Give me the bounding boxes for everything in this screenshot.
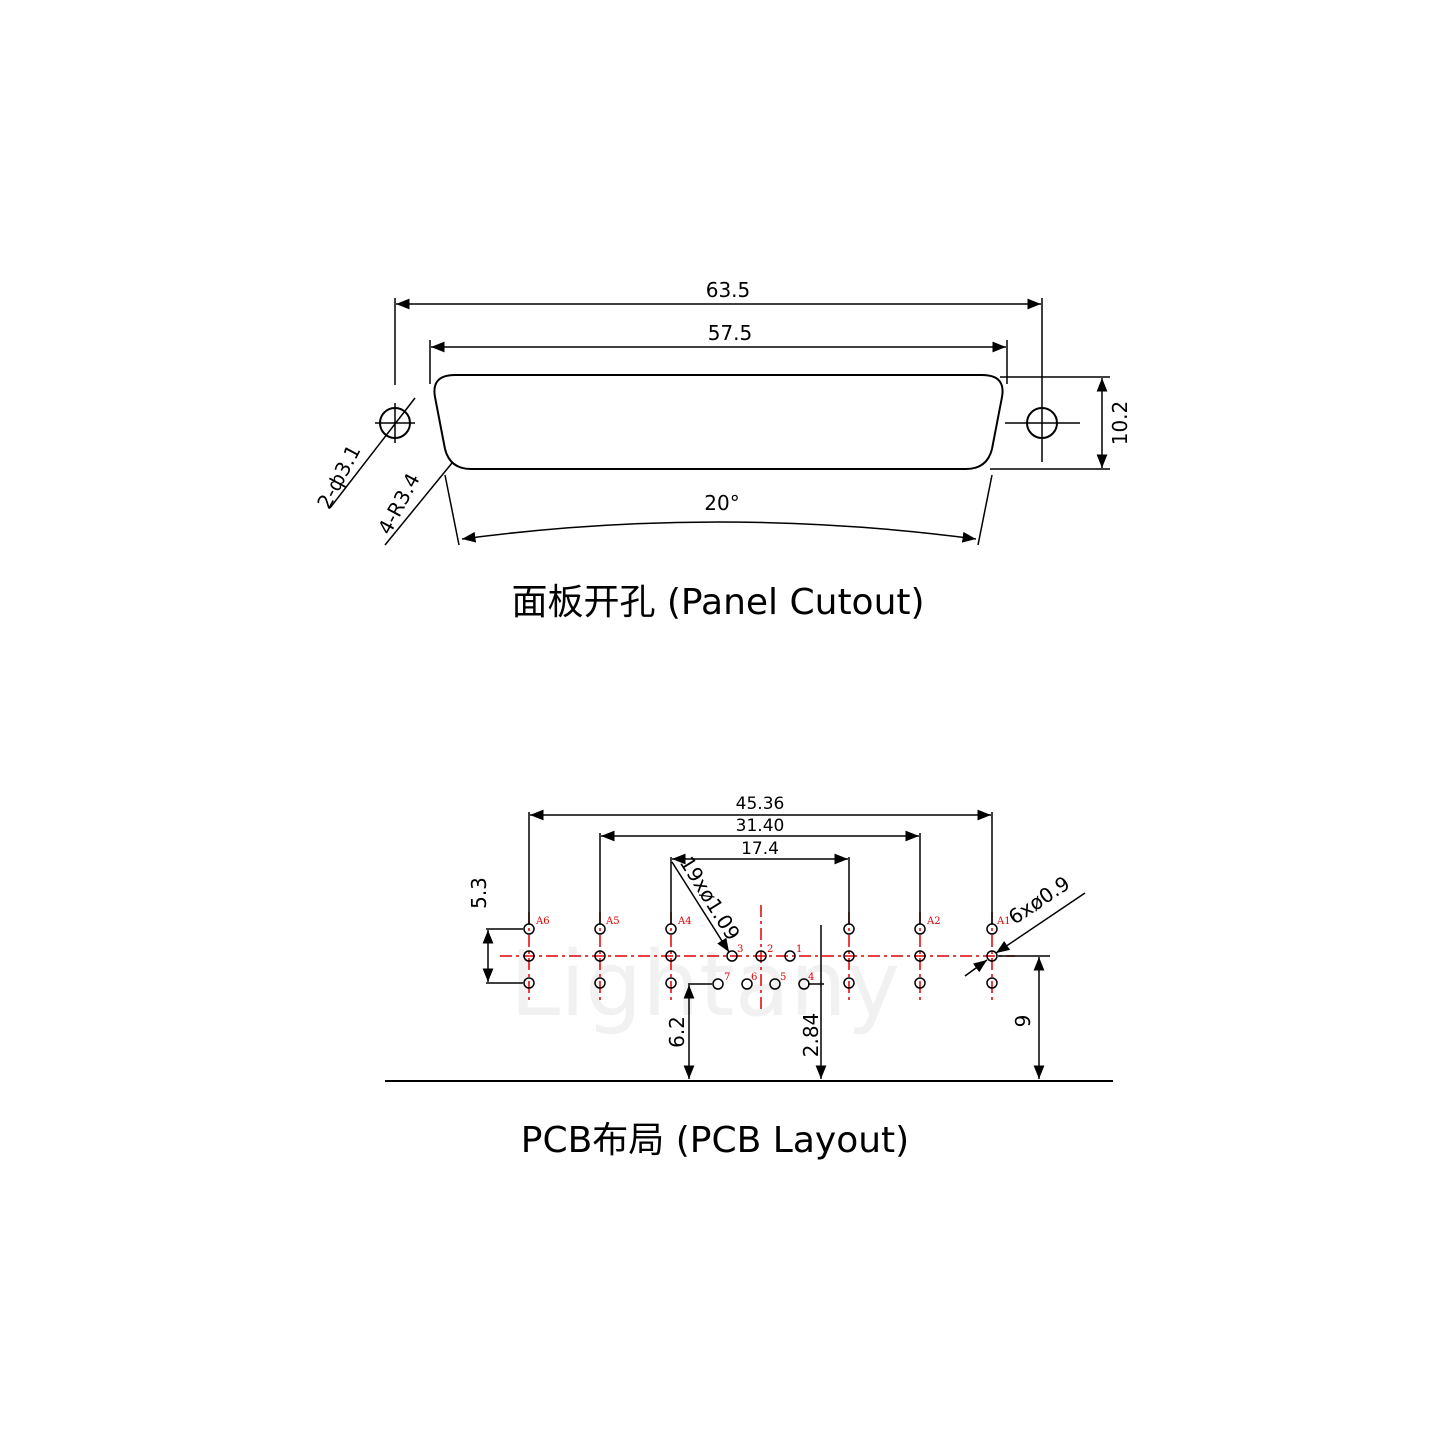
dim-angle-arc [461, 521, 977, 543]
dim-overall: 63.5 [706, 278, 751, 302]
dim-284: 2.84 [799, 1013, 823, 1058]
pin-label-a4: A4 [677, 916, 692, 927]
dim-holes: 2-ф3.1 [312, 441, 366, 513]
dim-cutout: 57.5 [708, 321, 753, 345]
dim-angle: 20° [704, 491, 739, 515]
dim-height: 10.2 [1108, 401, 1132, 446]
dim-45: 45.36 [736, 794, 785, 814]
cutout-outline [433, 374, 1004, 470]
dim-9: 9 [1011, 1015, 1035, 1028]
pcb-layout-view: Lightany A6 A5 [385, 794, 1113, 1161]
pcb-caption: PCB布局 (PCB Layout) [521, 1120, 909, 1161]
dim-radius: 4-R3.4 [373, 469, 425, 538]
signal-pins [712, 950, 810, 990]
pin-label-a1: A1 [996, 916, 1011, 927]
dim-17: 17.4 [741, 839, 779, 859]
dim-31: 31.40 [736, 816, 785, 836]
panel-cutout-view: 63.5 57.5 10.2 2-ф3.1 4-R3.4 20° 面板开孔 (P… [312, 278, 1132, 623]
dim-53: 5.3 [467, 877, 491, 909]
pin-label-6: 6 [751, 972, 757, 983]
pin-label-7: 7 [724, 972, 730, 983]
pin-label-4: 4 [808, 972, 814, 983]
dim-power: 6xø0.9 [1004, 871, 1074, 929]
pin-label-2: 2 [767, 944, 773, 955]
dim-signal: 19xø1.09 [675, 852, 745, 944]
pin-label-5: 5 [780, 972, 786, 983]
pin-label-a2: A2 [926, 916, 941, 927]
pin-label-1: 1 [796, 944, 802, 955]
pin-label-3: 3 [737, 944, 743, 955]
pin-label-a5: A5 [605, 916, 620, 927]
pin-label-a6: A6 [535, 916, 550, 927]
panel-caption: 面板开孔 (Panel Cutout) [511, 582, 924, 623]
dim-62: 6.2 [665, 1016, 689, 1048]
